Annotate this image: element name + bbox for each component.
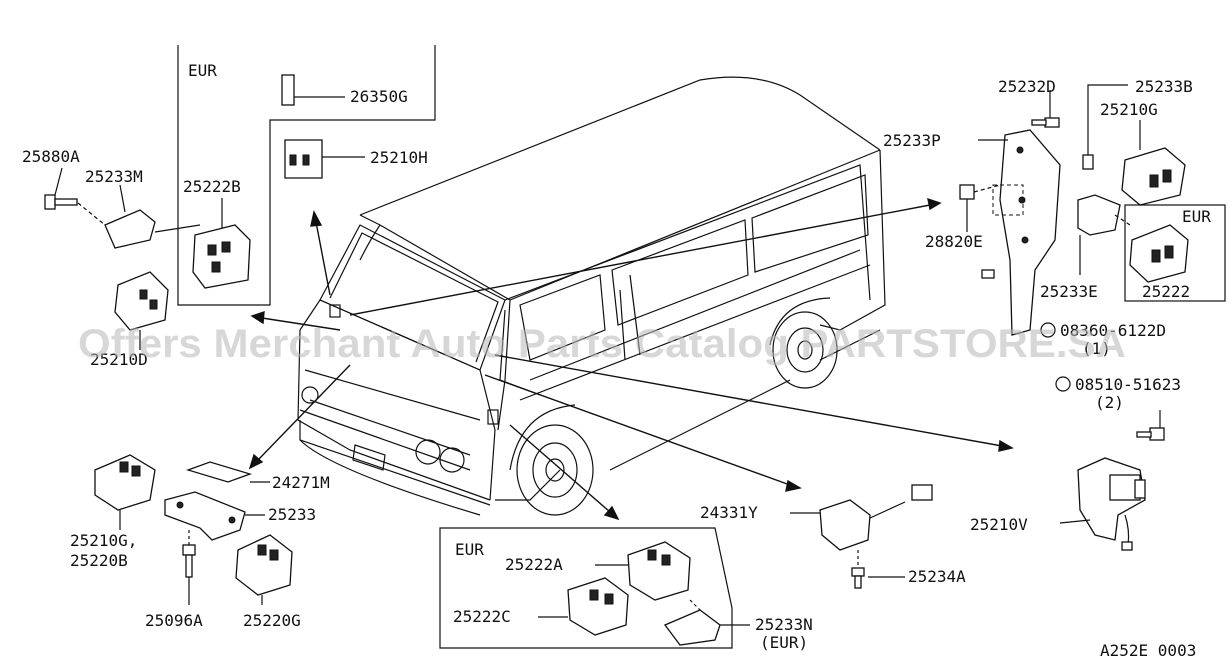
label-24271M: 24271M xyxy=(272,473,330,492)
part-25222A-shape xyxy=(595,541,691,601)
part-25222B-shape xyxy=(192,198,251,289)
label-25234A: 25234A xyxy=(908,567,966,586)
label-25233E: 25233E xyxy=(1040,282,1098,301)
part-25233N-shape xyxy=(663,599,750,646)
part-25234A-shape xyxy=(851,550,905,589)
part-25222C-shape xyxy=(538,577,629,636)
eur-label-right: EUR xyxy=(1182,207,1211,226)
part-24331Y-shape xyxy=(790,484,933,551)
part-25210G-bl-shape xyxy=(94,454,156,530)
part-28820E-shape xyxy=(959,184,1024,232)
label-28820E: 28820E xyxy=(925,232,983,251)
eur-label-bottom: EUR xyxy=(455,540,484,559)
label-25220G: 25220G xyxy=(243,611,301,630)
label-25096A: 25096A xyxy=(145,611,203,630)
diagram-code: A252E 0003 xyxy=(1100,641,1196,660)
screw-symbol-icon xyxy=(1040,322,1056,338)
part-25210D-shape xyxy=(114,271,169,350)
part-08360-shape xyxy=(981,269,995,279)
label-25880A: 25880A xyxy=(22,147,80,166)
part-25210G-top-shape xyxy=(1121,120,1186,206)
part-25210V-shape xyxy=(1059,410,1165,551)
eur-box-right xyxy=(1124,204,1226,302)
label-08360: 08360-6122D xyxy=(1060,321,1166,340)
label-25233N-note: (EUR) xyxy=(760,633,808,652)
part-25233P-shape xyxy=(978,129,1061,336)
eur-box-bottom xyxy=(439,527,733,649)
van-illustration xyxy=(297,76,886,516)
label-25210V: 25210V xyxy=(970,515,1028,534)
watermark-text: Offers Merchant Auto Parts Catalog PARTS… xyxy=(78,322,1126,366)
label-24331Y: 24331Y xyxy=(700,503,758,522)
label-25222B: 25222B xyxy=(183,177,241,196)
part-labels: EUR 26350G 25210H 25880A 25233M 25222B 2… xyxy=(22,61,1211,660)
label-08510: 08510-51623 xyxy=(1075,375,1181,394)
eur-label-top: EUR xyxy=(188,61,217,80)
label-25222: 25222 xyxy=(1142,282,1190,301)
label-25220B: 25220B xyxy=(70,551,128,570)
label-08510-qty: (2) xyxy=(1095,393,1124,412)
part-25210H-shape xyxy=(284,139,365,179)
part-24271M-shape xyxy=(185,461,270,483)
label-25233P: 25233P xyxy=(883,131,941,150)
part-25233-shape xyxy=(164,491,265,541)
label-25210H: 25210H xyxy=(370,148,428,167)
part-25880A-shape xyxy=(44,167,78,210)
label-25222A: 25222A xyxy=(505,555,563,574)
part-25233M-shape xyxy=(77,184,201,249)
label-25210G-bl: 25210G, xyxy=(70,531,137,550)
part-25232D-shape xyxy=(1031,90,1060,128)
label-25233M: 25233M xyxy=(85,167,143,186)
pointer-arrows xyxy=(248,197,1014,521)
label-25232D: 25232D xyxy=(998,77,1056,96)
label-08360-qty: (1) xyxy=(1082,339,1111,358)
label-26350G: 26350G xyxy=(350,87,408,106)
part-25233E-shape xyxy=(1077,194,1131,275)
label-25233: 25233 xyxy=(268,505,316,524)
part-25220G-shape xyxy=(235,534,293,605)
part-25096A-shape xyxy=(182,530,196,605)
label-25210G-top: 25210G xyxy=(1100,100,1158,119)
part-25222-shape xyxy=(1129,224,1189,283)
label-25233N: 25233N xyxy=(755,615,813,634)
label-25222C: 25222C xyxy=(453,607,511,626)
screw-symbol-icon xyxy=(1055,376,1071,392)
part-26350G-shape xyxy=(281,74,345,106)
eur-box-top xyxy=(177,45,436,306)
part-25233B-shape xyxy=(1082,84,1128,170)
label-25210D: 25210D xyxy=(90,350,148,369)
label-25233B: 25233B xyxy=(1135,77,1193,96)
